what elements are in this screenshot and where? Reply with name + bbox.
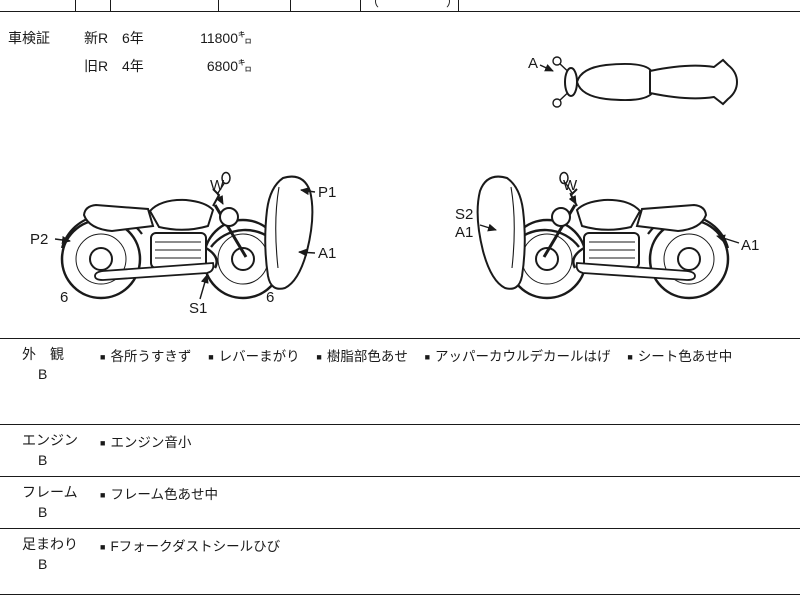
- mirror: [552, 98, 562, 108]
- shaken-era-old: 旧R: [84, 58, 109, 74]
- table-grid-line: [458, 0, 459, 11]
- shaken-distance-old: 6800㌔: [206, 58, 252, 74]
- comment-text: 各所うすきず: [110, 349, 192, 364]
- shaken-label: 車検証: [8, 30, 50, 46]
- arrow-a1-left-bike: [298, 248, 316, 257]
- bullet-icon: ■: [100, 542, 106, 552]
- label-p2: P2: [30, 231, 48, 248]
- shaken-years-new: 6年: [122, 30, 144, 46]
- section-comments: ■ フレーム色あせ中: [100, 483, 795, 503]
- damage-labels: A W P1 P2 A1 S1 6 6 W S2 A1 A1: [30, 55, 759, 317]
- label-a1-right-bike-left: A1: [455, 224, 473, 241]
- top-view-bike: [552, 56, 739, 108]
- section-exterior: 外 観 B ■ 各所うすきず ■ レバーまがり ■ 樹脂部色あせ ■ アッパーカウルデカ…: [0, 338, 800, 424]
- section-name: フレーム: [22, 484, 78, 500]
- section-comments: ■ 各所うすきず ■ レバーまがり ■ 樹脂部色あせ ■ アッパーカウルデカールはげ ■…: [100, 345, 795, 365]
- arrow-w-left: [215, 192, 224, 205]
- section-engine: エンジン B ■ エンジン音小: [0, 424, 800, 476]
- label-w-left: W: [210, 177, 225, 194]
- header-fragment-close: ）: [446, 0, 460, 9]
- vehicle-inspection-block: 車検証 新R 6年 11800㌔ 旧R 4年 6800㌔: [8, 28, 252, 76]
- section-comments: ■ エンジン音小: [100, 431, 795, 451]
- comment-item: ■ フレーム色あせ中: [100, 487, 218, 502]
- table-grid-line: [290, 0, 291, 11]
- label-p1: P1: [318, 184, 336, 201]
- section-grade: B: [38, 556, 48, 572]
- front-wheel-top: [564, 67, 578, 97]
- header-fragment-open: （: [366, 0, 380, 9]
- left-bike-side-view: [60, 171, 314, 300]
- bullet-icon: ■: [208, 352, 214, 362]
- label-s1: S1: [189, 300, 207, 317]
- arrow-a: [539, 64, 554, 72]
- right-bike-side-view: [476, 171, 730, 300]
- comment-text: レバーまがり: [218, 349, 300, 364]
- sheet-bottom-border: [0, 594, 800, 595]
- shaken-table: 新R 6年 11800㌔ 旧R 4年 6800㌔: [84, 28, 252, 76]
- comment-text: フレーム色あせ中: [110, 487, 219, 502]
- section-grade: B: [38, 366, 48, 382]
- comment-text: エンジン音小: [110, 435, 192, 450]
- table-grid-line: [75, 0, 76, 11]
- label-a1-right-bike-right: A1: [741, 237, 759, 254]
- comment-item: ■ 各所うすきず: [100, 349, 191, 364]
- section-name: エンジン: [22, 432, 78, 448]
- table-grid-line: [110, 0, 111, 11]
- comment-item: ■ レバーまがり: [208, 349, 299, 364]
- mirror-stalk: [558, 62, 576, 79]
- bullet-icon: ■: [424, 352, 431, 362]
- section-grade: B: [38, 504, 48, 520]
- mirror-stalk: [558, 85, 576, 102]
- label-a1-left-bike: A1: [318, 245, 336, 262]
- tire-grade-rear: 6: [60, 289, 68, 306]
- tire-grade-front: 6: [266, 289, 274, 306]
- cropped-header-row: （ ）: [0, 0, 800, 12]
- section-undercarriage: 足まわり B ■ Fフォークダストシールひび: [0, 528, 800, 594]
- label-s2: S2: [455, 206, 473, 223]
- label-w-right: W: [563, 177, 578, 194]
- shaken-distance-new: 11800㌔: [200, 30, 252, 46]
- shaken-era-new: 新R: [84, 30, 109, 46]
- section-frame: フレーム B ■ フレーム色あせ中: [0, 476, 800, 528]
- arrow-a1-right-bike: [716, 234, 740, 244]
- comment-text: シート色あせ中: [637, 349, 733, 364]
- arrow-p2: [54, 235, 71, 244]
- comment-text: アッパーカウルデカールはげ: [435, 349, 611, 364]
- mirror: [552, 56, 562, 66]
- bullet-icon: ■: [100, 352, 106, 362]
- table-grid-line: [218, 0, 219, 11]
- arrow-p1: [300, 187, 316, 196]
- comment-text: 樹脂部色あせ: [326, 349, 408, 364]
- table-grid-line: [360, 0, 361, 11]
- arrow-s1: [199, 274, 209, 300]
- section-comments: ■ Fフォークダストシールひび: [100, 535, 795, 555]
- comment-item: ■ Fフォークダストシールひび: [100, 539, 280, 554]
- bullet-icon: ■: [627, 352, 633, 362]
- arrow-s2-a1: [479, 223, 497, 232]
- bullet-icon: ■: [100, 438, 106, 448]
- section-name: 足まわり: [22, 536, 78, 552]
- comment-item: ■ 樹脂部色あせ: [316, 349, 407, 364]
- section-name: 外 観: [22, 346, 64, 362]
- comment-text: Fフォークダストシールひび: [110, 539, 281, 554]
- bullet-icon: ■: [100, 490, 106, 500]
- bullet-icon: ■: [316, 352, 322, 362]
- section-grade: B: [38, 452, 48, 468]
- arrow-w-right: [568, 192, 577, 205]
- comment-item: ■ アッパーカウルデカールはげ: [425, 349, 611, 364]
- seat-tail-top: [649, 58, 739, 106]
- label-a-top-view: A: [528, 55, 538, 72]
- comment-item: ■ エンジン音小: [100, 435, 191, 450]
- comment-item: ■ シート色あせ中: [627, 349, 732, 364]
- tank-top: [575, 62, 655, 102]
- shaken-years-old: 4年: [122, 58, 144, 74]
